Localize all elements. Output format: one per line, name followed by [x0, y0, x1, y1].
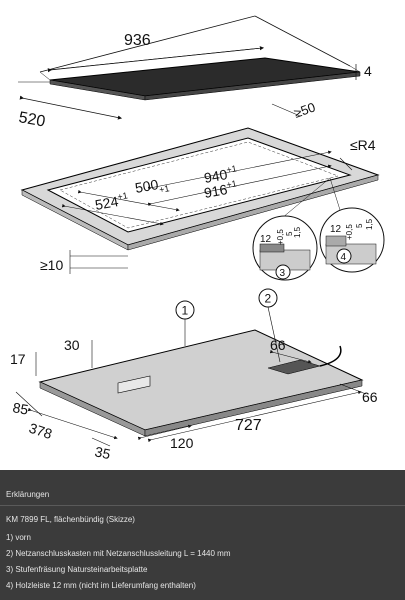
- detail-3-width: 12: [260, 234, 272, 245]
- dim-378: 378: [27, 420, 54, 443]
- detail-4: 12 +0,5 5 1,5 4: [319, 207, 385, 273]
- detail-4-h2: 5: [355, 223, 364, 228]
- dim-35: 35: [93, 443, 112, 462]
- detail-3: 12 +0,5 5 1,5 3: [252, 215, 318, 281]
- dim-17: 17: [10, 351, 26, 367]
- glass-top: [49, 57, 361, 101]
- legend-line-product: KM 7899 FL, flächenbündig (Skizze): [6, 515, 135, 524]
- detail-3-h2: 5: [285, 231, 294, 236]
- legend-divider: [0, 505, 405, 506]
- dim-936: 936: [124, 32, 151, 49]
- dim-66-top: 66: [270, 337, 286, 353]
- detail-3-tol: +0,5: [276, 229, 285, 245]
- dim-727: 727: [235, 417, 262, 434]
- dim-4: 4: [364, 63, 372, 79]
- callout-4: 4: [341, 252, 347, 263]
- callout-3: 3: [280, 268, 286, 279]
- callout-1: 1: [182, 304, 189, 318]
- installation-diagram: 936 4 520 ≥50 ≤R4 940+1 916+1 500+1 524+…: [10, 15, 385, 462]
- legend-panel: Erklärungen KM 7899 FL, flächenbündig (S…: [0, 470, 405, 600]
- detail-4-width: 12: [330, 224, 342, 235]
- dim-min-10: ≥10: [40, 257, 63, 273]
- dim-916: 916+1: [203, 178, 239, 201]
- hob-installed: [38, 329, 364, 437]
- dim-520: 520: [17, 109, 46, 130]
- legend-line-2: 2) Netzanschlusskasten mit Netzanschluss…: [6, 549, 231, 558]
- dim-85: 85: [11, 399, 29, 417]
- dim-524: 524+1: [94, 190, 130, 213]
- dim-120: 120: [170, 435, 194, 451]
- detail-4-tol: +0,5: [345, 224, 354, 240]
- detail-4-h3: 1,5: [365, 218, 374, 230]
- legend-line-4: 4) Holzleiste 12 mm (nicht im Lieferumfa…: [6, 581, 196, 590]
- callout-2: 2: [265, 292, 272, 306]
- dim-r4: ≤R4: [350, 137, 376, 153]
- legend-line-3: 3) Stufenfräsung Natursteinarbeitsplatte: [6, 565, 148, 574]
- dim-30: 30: [64, 337, 80, 353]
- legend-title: Erklärungen: [6, 490, 50, 499]
- dim-500: 500+1: [134, 174, 170, 199]
- detail-3-h3: 1,5: [293, 226, 302, 238]
- dim-min-50: ≥50: [292, 99, 317, 120]
- dim-66-right: 66: [362, 389, 378, 405]
- technical-drawing: 936 4 520 ≥50 ≤R4 940+1 916+1 500+1 524+…: [0, 0, 405, 470]
- legend-line-1: 1) vorn: [6, 533, 31, 542]
